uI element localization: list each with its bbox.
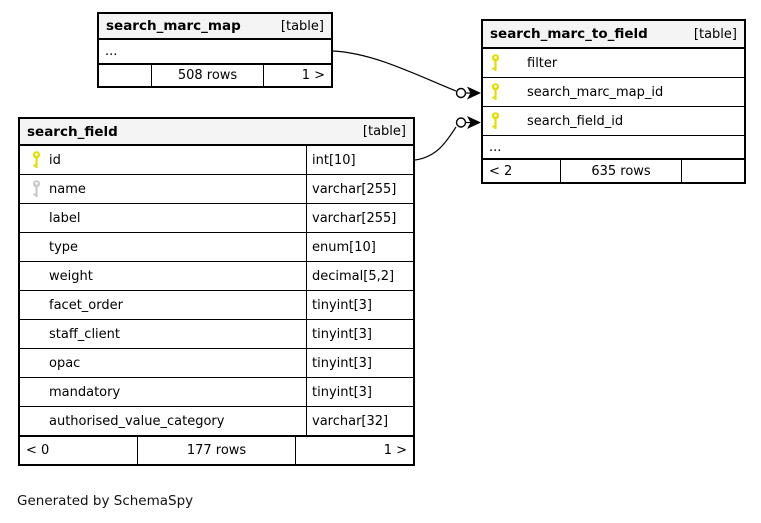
column-name: filter [527,55,558,71]
column-name: search_field_id [527,113,624,129]
column-name: id [49,152,61,168]
column-row: type enum[10] [20,233,413,262]
footer-related-left: < 2 [483,160,561,182]
table-title: search_marc_to_field [490,26,648,42]
table-footer: < 2 635 rows [483,158,744,182]
primary-key-icon [491,54,500,71]
table-header: search_marc_map [table] [99,14,331,40]
column-name: search_marc_map_id [527,84,664,100]
footer-related-left: < 0 [20,437,138,464]
table-tag: [table] [693,26,737,42]
column-type: varchar[255] [306,175,413,203]
column-name: label [49,210,81,226]
zero-or-one-circle [455,87,467,99]
table-title: search_marc_map [106,18,241,34]
column-row: staff_client tinyint[3] [20,320,413,349]
column-row: facet_order tinyint[3] [20,291,413,320]
column-row: weight decimal[5,2] [20,262,413,291]
column-type: tinyint[3] [306,349,413,377]
column-row: id int[10] [20,146,413,175]
table-tag: [table] [362,124,406,139]
column-row: opac tinyint[3] [20,349,413,378]
footer-row-count: 177 rows [186,443,247,458]
column-row: mandatory tinyint[3] [20,378,413,407]
column-row: filter [483,49,744,78]
column-type: tinyint[3] [306,291,413,319]
relationship-line-marc-map [332,50,481,100]
column-name: type [49,239,79,255]
footer-row-count: 508 rows [177,68,238,83]
column-type: enum[10] [306,233,413,261]
column-row: search_marc_map_id [483,78,744,107]
column-name: authorised_value_category [49,413,225,429]
footer-related-right [681,160,744,182]
footer-related-right: 1 > [263,65,331,86]
footer-related-left [99,65,152,86]
arrowhead-icon [467,116,481,129]
column-name: name [49,181,86,197]
table-footer: < 0 177 rows 1 > [20,435,413,464]
column-name: facet_order [49,297,123,313]
table-node-search-marc-to-field[interactable]: search_marc_to_field [table] filter sear… [481,19,746,184]
column-type: varchar[32] [306,407,413,435]
column-type: tinyint[3] [306,378,413,406]
table-header: search_marc_to_field [table] [483,21,744,49]
table-node-search-marc-map[interactable]: search_marc_map [table] ... 508 rows 1 > [97,12,333,88]
collapsed-columns-ellipsis: ... [105,44,118,59]
table-footer: 508 rows 1 > [99,63,331,86]
column-type: varchar[255] [306,204,413,232]
table-tag: [table] [280,18,324,34]
table-node-search-field[interactable]: search_field [table] id int[10] name var… [18,117,415,466]
column-type: int[10] [306,146,413,174]
arrowhead-icon [467,86,481,100]
table-header: search_field [table] [20,119,413,146]
column-name: staff_client [49,326,120,342]
primary-key-icon [491,112,500,129]
collapsed-columns-ellipsis: ... [489,139,502,155]
zero-or-one-circle [455,117,467,128]
column-row: search_field_id [483,107,744,136]
column-name: weight [49,268,93,284]
column-name: mandatory [49,384,121,400]
index-key-icon [32,180,41,197]
generated-by-note: Generated by SchemaSpy [17,493,194,509]
footer-row-count: 635 rows [591,163,651,179]
primary-key-icon [32,151,41,168]
column-row: authorised_value_category varchar[32] [20,407,413,435]
column-name: opac [49,355,81,371]
column-row: name varchar[255] [20,175,413,204]
footer-related-right: 1 > [295,437,413,464]
primary-key-icon [491,83,500,100]
column-row: label varchar[255] [20,204,413,233]
table-title: search_field [27,123,118,140]
relationship-line-search-field [414,116,481,161]
column-type: decimal[5,2] [306,262,413,290]
column-type: tinyint[3] [306,320,413,348]
